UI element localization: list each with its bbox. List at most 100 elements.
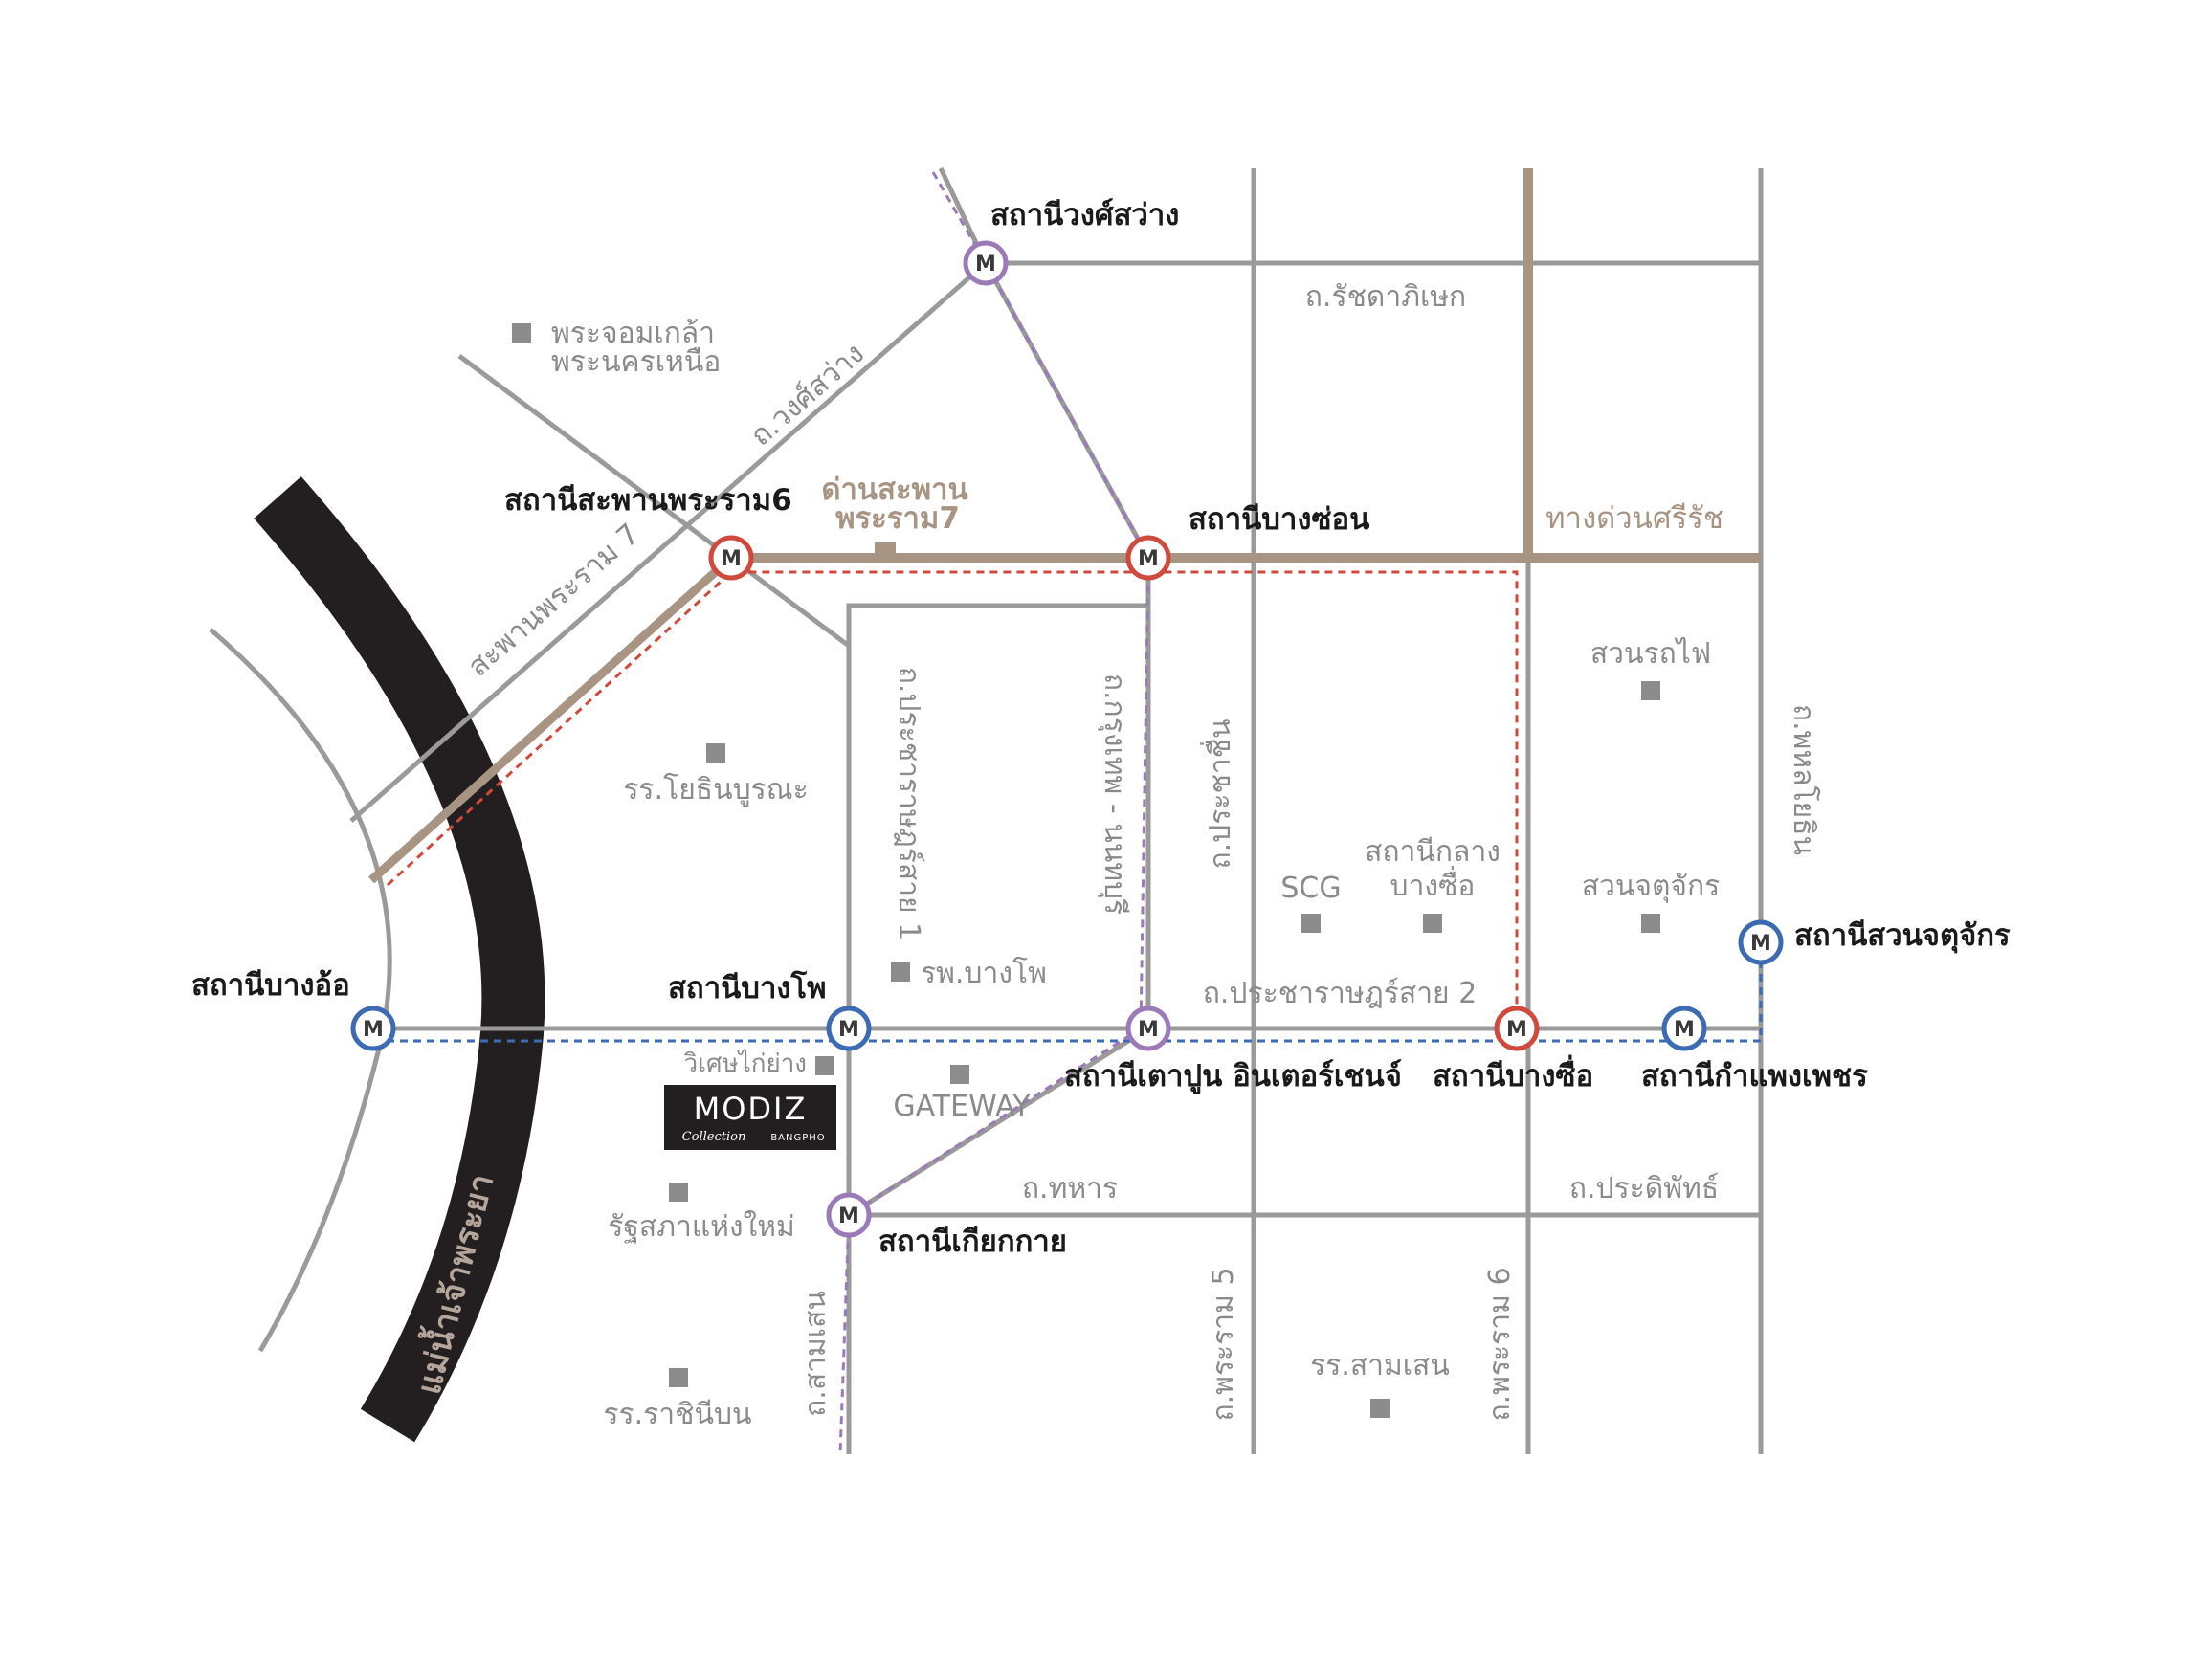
poi-marker-scg (1301, 914, 1321, 933)
label-poi-railway-park: สวนรถไฟ (1590, 636, 1711, 671)
label-tollgate-line2: พระราม7 (835, 501, 960, 536)
road-kmutnb (457, 353, 851, 649)
station-bang-sue[interactable]: M (1494, 1006, 1540, 1051)
station-kamphaeng-phet[interactable]: M (1661, 1006, 1707, 1051)
label-prachachuen: ถ.ประชาชื่น (1200, 718, 1237, 869)
road-gateway-link (847, 1026, 1150, 1218)
label-poi-parliament: รัฐสภาแห่งใหม่ (608, 1210, 795, 1244)
station-kiak-kai[interactable]: M (826, 1192, 872, 1238)
station-glyph: M (1674, 1018, 1695, 1042)
label-station-bang-o: สถานีบางอ้อ (191, 968, 350, 1003)
poi-marker-bangpho-hospital (891, 962, 910, 982)
station-glyph: M (838, 1018, 859, 1042)
station-wongsawang[interactable]: M (963, 240, 1009, 286)
label-station-bang-sue: สถานีบางซื่อ (1433, 1054, 1593, 1094)
station-glyph: M (1138, 1018, 1159, 1042)
chao-phraya-river (254, 476, 545, 1443)
logo-background (664, 1085, 836, 1150)
station-marker-kamphaeng-phet[interactable] (1661, 1006, 1707, 1051)
station-glyph: M (363, 1018, 384, 1042)
station-glyph: M (1506, 1018, 1527, 1042)
poi-marker-central (1423, 914, 1442, 933)
station-marker-suan-chatuchak[interactable] (1738, 919, 1784, 965)
poi-marker-parliament (669, 1183, 688, 1202)
red-line-track (386, 570, 1519, 1028)
station-bang-son[interactable]: M (1125, 535, 1171, 581)
station-tao-poon[interactable]: M (1125, 1006, 1171, 1051)
river-group: แม่น้ำเจ้าพระยา (209, 476, 545, 1443)
label-station-kamphaeng-phet: สถานีกำแพงเพชร (1641, 1059, 1868, 1094)
label-poi-yothinburana: รร.โยธินบูรณะ (623, 772, 808, 807)
station-marker-bang-son[interactable] (1125, 535, 1171, 581)
label-tollgate-line1: ด่านสะพาน (821, 473, 967, 507)
station-suan-chatuchak[interactable]: M (1738, 919, 1784, 965)
label-samsen: ถ.สามเสน (799, 1291, 833, 1417)
road-labels: ถ.รัชดาภิเษก ถ.วงศ์สว่าง สะพานพระราม 7 ถ… (461, 280, 1821, 1422)
station-marker-kiak-kai[interactable] (826, 1192, 872, 1238)
label-wongsawang: ถ.วงศ์สว่าง (745, 337, 871, 453)
poi-marker-yothinburana (706, 743, 725, 763)
station-marker-tao-poon[interactable] (1125, 1006, 1171, 1051)
label-poi-central-2: บางซื่อ (1390, 866, 1476, 903)
station-bang-pho[interactable]: M (826, 1006, 872, 1051)
label-pracharat2: ถ.ประชาราษฎร์สาย 2 (1203, 977, 1478, 1010)
station-marker-bang-o[interactable] (350, 1006, 396, 1051)
station-glyph: M (1138, 547, 1159, 571)
expressway-group (367, 168, 1761, 884)
poi-marker-kmutnb (512, 323, 531, 343)
station-glyph: M (721, 547, 742, 571)
station-marker-bang-pho[interactable] (826, 1006, 872, 1051)
label-station-bang-pho: สถานีบางโพ (668, 970, 827, 1006)
label-thahan: ถ.ทหาร (1022, 1172, 1118, 1205)
road-network (349, 166, 1764, 1454)
label-station-suan-chatuchak: สถานีสวนจตุจักร (1794, 918, 2011, 954)
label-poi-central-1: สถานีกลาง (1365, 835, 1501, 869)
label-poi-scg: SCG (1280, 872, 1341, 905)
poi-markers (512, 323, 1660, 1418)
label-poi-kmutnb-1: พระจอมเกล้า (551, 317, 715, 350)
logo-brand: MODIZ (694, 1091, 808, 1127)
logo-sub-bangpho: BANGPHO (770, 1133, 825, 1143)
label-station-kiak-kai: สถานีเกียกกาย (878, 1225, 1067, 1259)
label-station-wongsawang: สถานีวงศ์สว่าง (990, 198, 1179, 232)
station-marker-bang-sue[interactable] (1494, 1006, 1540, 1051)
label-poi-wiset-kai-yang: วิเศษไก่ย่าง (683, 1049, 807, 1078)
label-poi-gateway: GATEWAY (893, 1090, 1031, 1123)
station-marker-wongsawang[interactable] (963, 240, 1009, 286)
station-glyph: M (1750, 932, 1771, 956)
label-poi-kmutnb-2: พระนครเหนือ (551, 345, 721, 379)
label-poi-bangpho-hospital: รพ.บางโพ (921, 956, 1047, 990)
label-pracharat1: ถ.ประชาราษฎร์สาย 1 (892, 667, 925, 941)
station-glyph: M (838, 1205, 859, 1228)
poi-marker-wiset-kai-yang (815, 1056, 834, 1075)
poi-marker-gateway (950, 1065, 969, 1084)
label-poi-chatuchak-park: สวนจตุจักร (1582, 870, 1721, 904)
label-krungthep-nonthaburi: ถ.กรุงเทพ - นนทบุรี (1097, 674, 1131, 915)
label-station-saphan-rama6: สถานีสะพานพระราม6 (504, 483, 792, 518)
label-rama5: ถ.พระราม 5 (1207, 1267, 1240, 1421)
modiz-logo[interactable]: MODIZ Collection BANGPHO (664, 1085, 836, 1150)
label-phahonyothin: ถ.พหลโยธิน (1787, 704, 1821, 855)
label-expressway-si-rat: ทางด่วนศรีรัช (1545, 501, 1723, 536)
tollgate-marker (875, 542, 896, 558)
label-poi-rachinibon: รร.ราชินีบน (603, 1398, 751, 1431)
poi-marker-railway-park (1641, 681, 1660, 700)
road-pracharat1 (846, 603, 1148, 1028)
road-wongsawang (349, 261, 988, 823)
station-saphan-rama6[interactable]: M (708, 535, 754, 581)
label-station-bang-son: สถานีบางซ่อน (1189, 502, 1369, 537)
logo-sub-collection: Collection (682, 1130, 746, 1144)
label-pradiphat: ถ.ประดิพัทธ์ (1569, 1172, 1719, 1205)
station-bang-o[interactable]: M (350, 1006, 396, 1051)
station-glyph: M (975, 253, 996, 276)
station-marker-saphan-rama6[interactable] (708, 535, 754, 581)
stations: M M M M M M M M (350, 240, 1784, 1238)
poi-labels: พระจอมเกล้า พระนครเหนือ รร.โยธินบูรณะ สว… (551, 317, 1720, 1431)
label-ratchadaphisek: ถ.รัชดาภิเษก (1305, 280, 1466, 314)
poi-marker-samsen-school (1370, 1399, 1390, 1418)
label-station-tao-poon: สถานีเตาปูน อินเตอร์เชนจ์ (1064, 1059, 1402, 1094)
label-poi-samsen-school: รร.สามเสน (1310, 1349, 1450, 1382)
poi-marker-chatuchak-park (1641, 914, 1660, 933)
label-rama6: ถ.พระราม 6 (1483, 1267, 1517, 1421)
